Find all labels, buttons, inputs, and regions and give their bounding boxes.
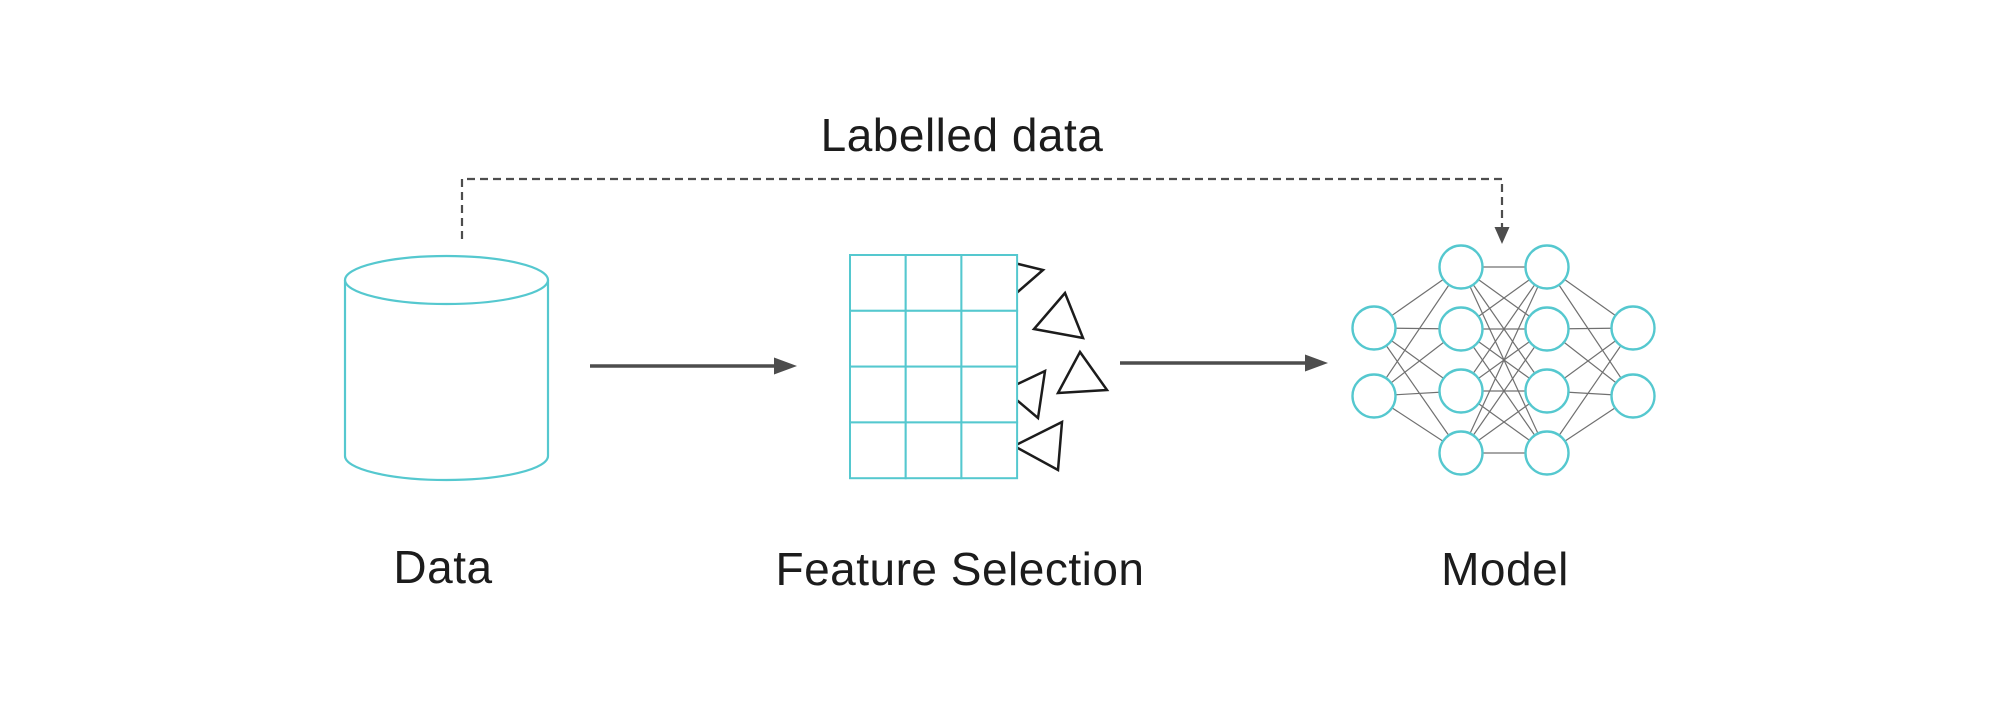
network-nodes [1351,244,1656,476]
dashed-line [460,177,1504,239]
triangle-icon [1002,368,1047,421]
network-node [1438,244,1484,290]
triangle-icon [1055,349,1110,395]
feature-triangles [1000,258,1110,473]
triangle-icon [1031,290,1086,340]
network-node [1524,244,1570,290]
data-label: Data [393,541,492,593]
network-node [1438,368,1484,414]
network-node [1438,430,1484,476]
down-arrowhead-icon [1494,227,1510,244]
grid-cell [904,421,963,480]
database-cylinder-icon [343,254,550,482]
labelled-data-connector [460,177,1510,244]
network-link [1373,266,1462,397]
grid-cell [960,421,1019,480]
labelled-data-label: Labelled data [821,109,1104,161]
network-links [1373,266,1634,454]
network-node [1610,373,1656,419]
network-node [1351,373,1397,419]
network-link [1460,328,1548,454]
network-node [1524,368,1570,414]
feature-grid [849,254,1019,480]
network-link [1460,266,1548,392]
network-node [1438,306,1484,352]
network-node [1351,305,1397,351]
grid-cell [904,365,963,424]
grid-cell [960,365,1019,424]
network-link [1546,327,1634,454]
neural-network-icon [1351,244,1656,476]
grid-cell [849,421,907,480]
network-node [1610,305,1656,351]
cylinder-body [343,280,550,482]
cylinder-top [343,254,550,306]
network-node [1524,430,1570,476]
grid-cell [960,254,1019,312]
model-label: Model [1441,543,1569,595]
grid-cell [904,254,963,312]
triangle-icon [1011,419,1064,473]
grid-cell [849,254,907,312]
network-link [1373,327,1462,454]
right-arrowhead-icon [774,357,797,375]
feature-selection-label: Feature Selection [775,543,1144,595]
network-node [1524,306,1570,352]
network-link [1460,266,1548,454]
grid-cell [960,309,1019,368]
network-link [1546,266,1634,397]
flow-arrow-features-to-model [1120,354,1328,372]
right-arrowhead-icon [1305,354,1328,372]
grid-cell [849,309,907,368]
grid-cell [849,365,907,424]
grid-cell [904,309,963,368]
flow-arrow-data-to-features [590,357,797,375]
